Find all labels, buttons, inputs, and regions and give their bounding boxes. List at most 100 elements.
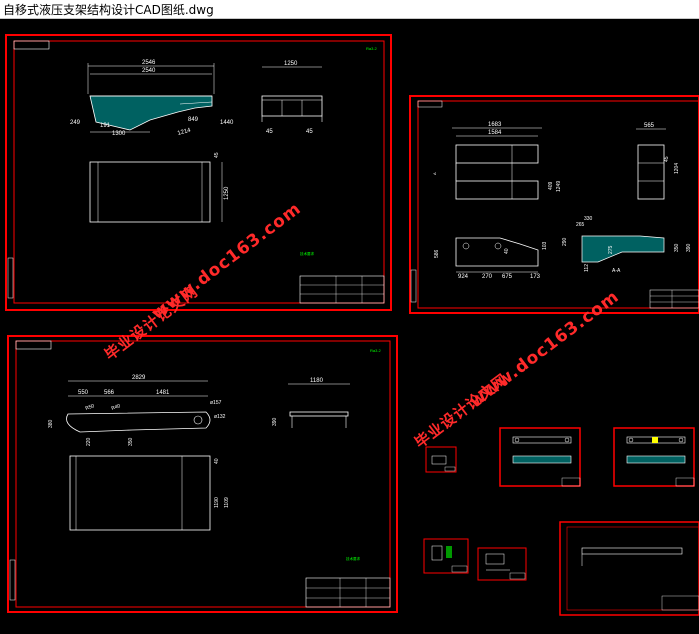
thumb-part-colored xyxy=(446,546,452,558)
side-view-hatched-part xyxy=(89,95,213,131)
arm-front-view xyxy=(289,411,349,417)
dim-text: 45 xyxy=(266,129,273,135)
thumb-title-block xyxy=(444,466,456,472)
sheet-3-mark: Ra3.2 xyxy=(370,348,381,353)
sheet-1-outer-frame xyxy=(5,34,392,311)
dim-text: 2540 xyxy=(142,68,156,74)
thumbnail-sheet-3[interactable] xyxy=(613,427,695,487)
sheet-1[interactable]: Ra3.2 2546 2540 249 1300 191 1214 849 14… xyxy=(5,34,392,311)
arm-top-view xyxy=(69,455,211,531)
thumbnail-sheet-1[interactable] xyxy=(425,446,457,473)
sheet-3-corner-tag xyxy=(15,340,52,350)
arm-side-view xyxy=(66,411,211,433)
base-front-view xyxy=(455,237,539,267)
thumb-inner-frame xyxy=(566,526,699,611)
sheet-3-side-strip xyxy=(9,559,16,601)
dim-text: 275 xyxy=(608,245,614,254)
dim-text: 350 xyxy=(128,437,134,446)
sheet-1-side-strip xyxy=(7,257,14,299)
thumbnail-sheet-5[interactable] xyxy=(477,547,527,581)
dim-text: 330 xyxy=(584,216,593,222)
dim-text: 1109 xyxy=(224,497,230,508)
thumb-part xyxy=(485,553,505,565)
thumbnail-sheet-6[interactable] xyxy=(559,521,699,616)
dim-text: 566 xyxy=(104,390,115,396)
thumb-title-block xyxy=(451,565,468,573)
dim-text: R50 xyxy=(85,403,96,412)
sheet-2-inner-frame xyxy=(417,100,699,309)
dim-text: 1683 xyxy=(488,122,502,128)
thumbnail-sheet-4[interactable] xyxy=(423,538,469,574)
arm-pin-hole xyxy=(193,415,203,425)
thumb-frame xyxy=(425,446,457,473)
dim-text: 1250 xyxy=(284,61,298,67)
thumb-hatch xyxy=(512,455,572,464)
dim-text: 45 xyxy=(214,152,220,158)
thumb-frame xyxy=(499,427,581,487)
dim-text: 390 xyxy=(272,417,278,426)
dim-text: 1190 xyxy=(214,497,220,508)
sheet-2[interactable]: 1683 1584 409 1249 A 565 1204 45 924 270… xyxy=(409,95,699,314)
thumb-hole xyxy=(564,437,570,443)
sheet-1-inner-frame xyxy=(13,40,385,304)
pin-hole xyxy=(462,242,470,250)
dim-text: 40 xyxy=(214,458,220,464)
thumb-title-block xyxy=(675,477,695,487)
thumbnail-sheet-2[interactable] xyxy=(499,427,581,487)
top-view-plate xyxy=(89,161,211,223)
sheet-3[interactable]: Ra3.2 2829 550 566 1481 380 R50 R40 ø157… xyxy=(7,335,398,613)
sheet-2-outer-frame xyxy=(409,95,699,314)
view-label: A xyxy=(432,172,437,175)
dim-text: 409 xyxy=(548,181,554,190)
dim-text: 103 xyxy=(542,241,548,250)
dim-text: 265 xyxy=(576,222,585,228)
sheet-2-corner-tag xyxy=(417,100,443,108)
section-label: A-A xyxy=(612,268,621,274)
sheet-1-mark: Ra3.2 xyxy=(366,46,377,51)
dim-text: 112 xyxy=(584,264,590,272)
sheet-2-side-strip xyxy=(410,269,417,303)
dim-text: 1440 xyxy=(220,120,234,126)
thumb-part xyxy=(431,455,447,465)
dim-text: 1584 xyxy=(488,130,502,136)
section-a-a-hatch xyxy=(581,235,665,263)
thumb-hatch xyxy=(626,455,686,464)
dim-text: 849 xyxy=(188,117,199,123)
pin-hole xyxy=(494,242,502,250)
dim-text: 249 xyxy=(70,120,81,126)
dim-text: 1180 xyxy=(310,378,324,384)
thumb-frame xyxy=(477,547,527,581)
base-top-view-lower xyxy=(455,180,539,200)
dim-text: 586 xyxy=(434,249,440,258)
dim-text: 45 xyxy=(306,129,313,135)
side-view-edge xyxy=(179,101,213,105)
dim-text: 191 xyxy=(100,123,111,129)
front-view-body xyxy=(261,95,323,117)
base-top-view-upper xyxy=(455,144,539,164)
dim-text: 924 xyxy=(458,274,469,280)
sheet-3-outer-frame xyxy=(7,335,398,613)
cad-drawing-canvas[interactable]: Ra3.2 2546 2540 249 1300 191 1214 849 14… xyxy=(0,19,699,630)
dim-text: ø157 xyxy=(210,400,222,406)
dim-text: 2829 xyxy=(132,375,146,381)
dim-text: R40 xyxy=(111,403,122,412)
dim-text: 1214 xyxy=(177,128,192,137)
thumb-highlight xyxy=(652,437,658,443)
dim-text: 270 xyxy=(482,274,493,280)
thumb-frame xyxy=(559,521,699,616)
dim-text: 565 xyxy=(644,123,655,129)
dim-text: 550 xyxy=(78,390,89,396)
dim-text: 1300 xyxy=(112,131,126,137)
dim-text: 1481 xyxy=(156,390,170,396)
thumb-hole xyxy=(628,437,634,443)
dim-text: 1249 xyxy=(556,181,562,192)
thumb-title-block xyxy=(661,595,699,611)
dim-text: 1204 xyxy=(674,163,680,174)
thumb-title-block xyxy=(561,477,581,487)
thumb-frame xyxy=(423,538,469,574)
tech-notes: 技术要求 xyxy=(300,251,314,256)
sheet-3-title-block xyxy=(305,577,391,608)
dim-text: 45 xyxy=(664,156,670,162)
sheet-1-title-block xyxy=(299,275,385,304)
thumb-hole xyxy=(514,437,520,443)
